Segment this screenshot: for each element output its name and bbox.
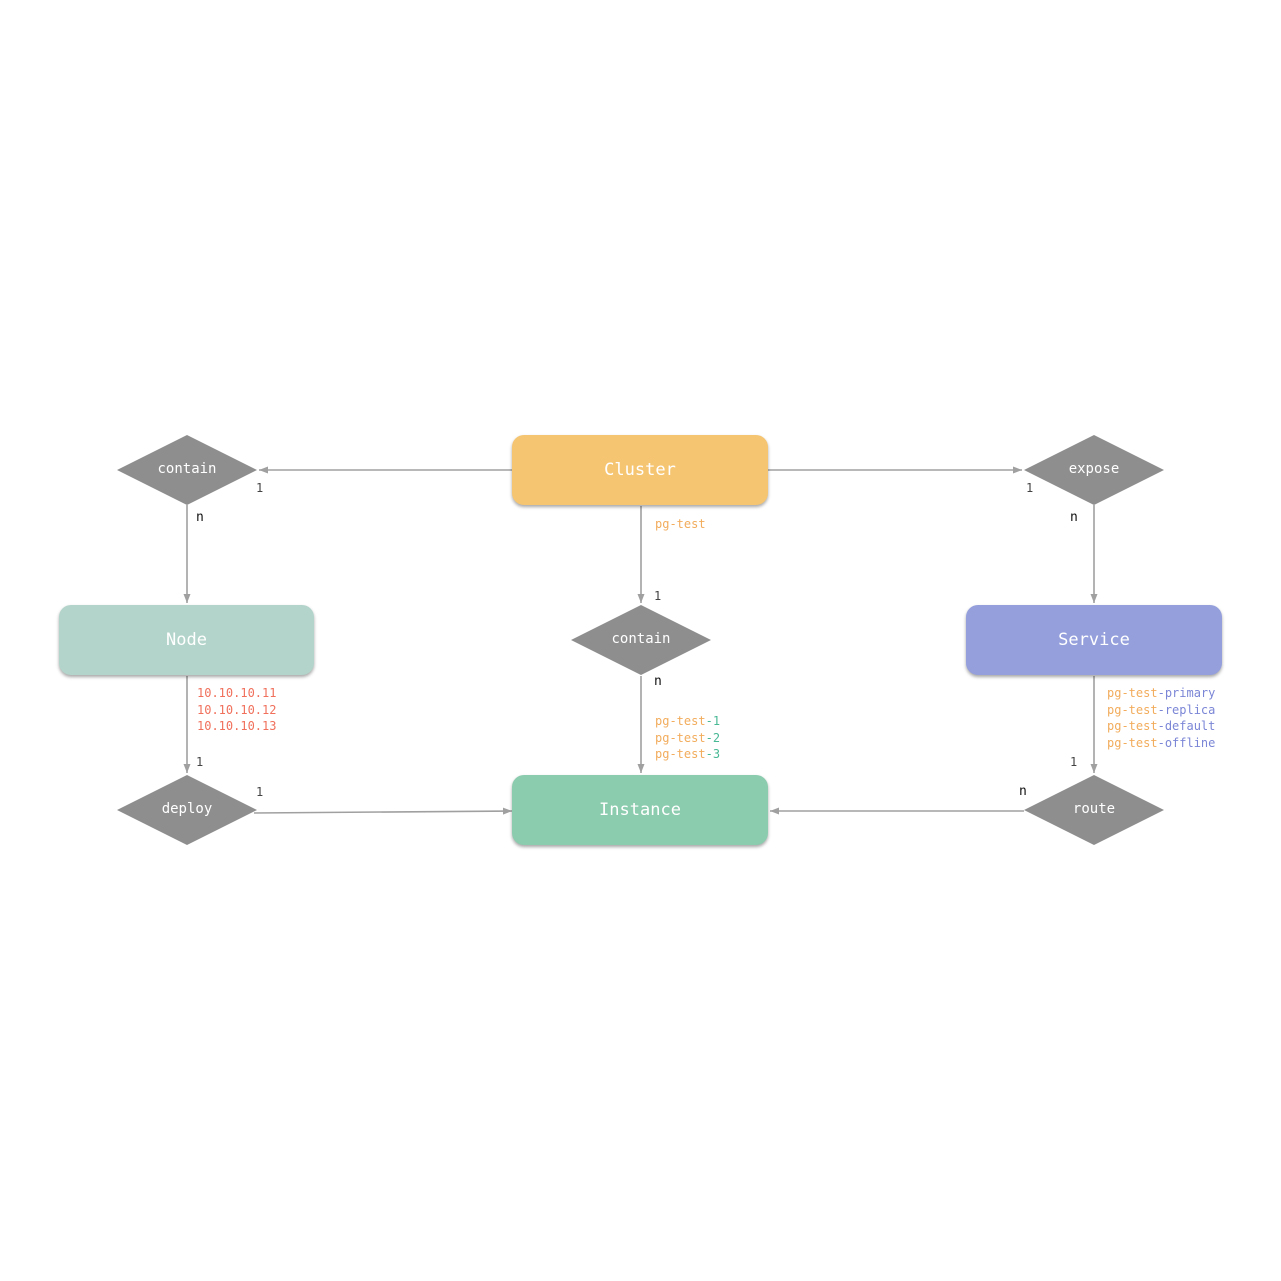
relation-contain-left-label: contain xyxy=(157,461,217,477)
node-ip-list: 10.10.10.11 10.10.10.12 10.10.10.13 xyxy=(197,685,276,735)
relation-deploy-label: deploy xyxy=(161,801,213,817)
service-name-list: pg-test-primary pg-test-replica pg-test-… xyxy=(1107,685,1215,751)
relation-diamond-route xyxy=(1024,775,1164,845)
entity-cluster[interactable]: Cluster xyxy=(512,435,768,505)
cardinality-contain-left-node: n xyxy=(196,510,204,525)
cluster-name-annotation: pg-test xyxy=(655,516,706,533)
cardinality-route-service: 1 xyxy=(1070,755,1078,769)
instance-name-list: pg-test-1 pg-test-2 pg-test-3 xyxy=(655,713,720,763)
cluster-name: pg-test xyxy=(655,517,706,531)
edge-deploy-instance xyxy=(253,807,513,815)
relation-diamond-expose xyxy=(1024,435,1164,505)
entity-cluster-label: Cluster xyxy=(604,460,676,480)
instance-name: pg-test-3 xyxy=(655,747,721,761)
entity-instance-label: Instance xyxy=(599,800,681,820)
relation-expose-label: expose xyxy=(1068,461,1120,477)
cardinality-deploy-node: 1 xyxy=(196,755,204,769)
service-name: pg-test-primary xyxy=(1107,686,1216,700)
cardinality-contain-center-cluster: 1 xyxy=(654,589,662,603)
relation-diamond-contain-left xyxy=(117,435,257,505)
entity-instance[interactable]: Instance xyxy=(512,775,768,845)
relation-contain-center-label: contain xyxy=(611,631,671,647)
cardinality-expose-cluster: 1 xyxy=(1026,481,1034,495)
service-name: pg-test-offline xyxy=(1107,735,1216,750)
cardinality-contain-left-cluster: 1 xyxy=(256,481,264,495)
node-ip: 10.10.10.11 xyxy=(197,686,277,700)
cardinality-route-instance: n xyxy=(1019,784,1027,799)
relation-diamond-contain-center xyxy=(571,605,711,675)
node-ip: 10.10.10.12 xyxy=(197,702,277,717)
service-name: pg-test-default xyxy=(1107,719,1216,733)
instance-name: pg-test-2 xyxy=(655,730,721,745)
entity-service-label: Service xyxy=(1058,630,1130,650)
instance-name: pg-test-1 xyxy=(655,714,721,728)
entity-node[interactable]: Node xyxy=(59,605,314,675)
cardinality-deploy-instance: 1 xyxy=(256,785,264,799)
entity-node-label: Node xyxy=(166,630,207,650)
node-ip: 10.10.10.13 xyxy=(197,719,277,733)
service-name: pg-test-replica xyxy=(1107,702,1216,717)
cardinality-expose-service: n xyxy=(1070,510,1078,525)
relation-route-label: route xyxy=(1072,801,1116,817)
entity-service[interactable]: Service xyxy=(966,605,1222,675)
cardinality-contain-center-instance: n xyxy=(654,674,662,689)
relation-diamond-deploy xyxy=(117,775,257,845)
